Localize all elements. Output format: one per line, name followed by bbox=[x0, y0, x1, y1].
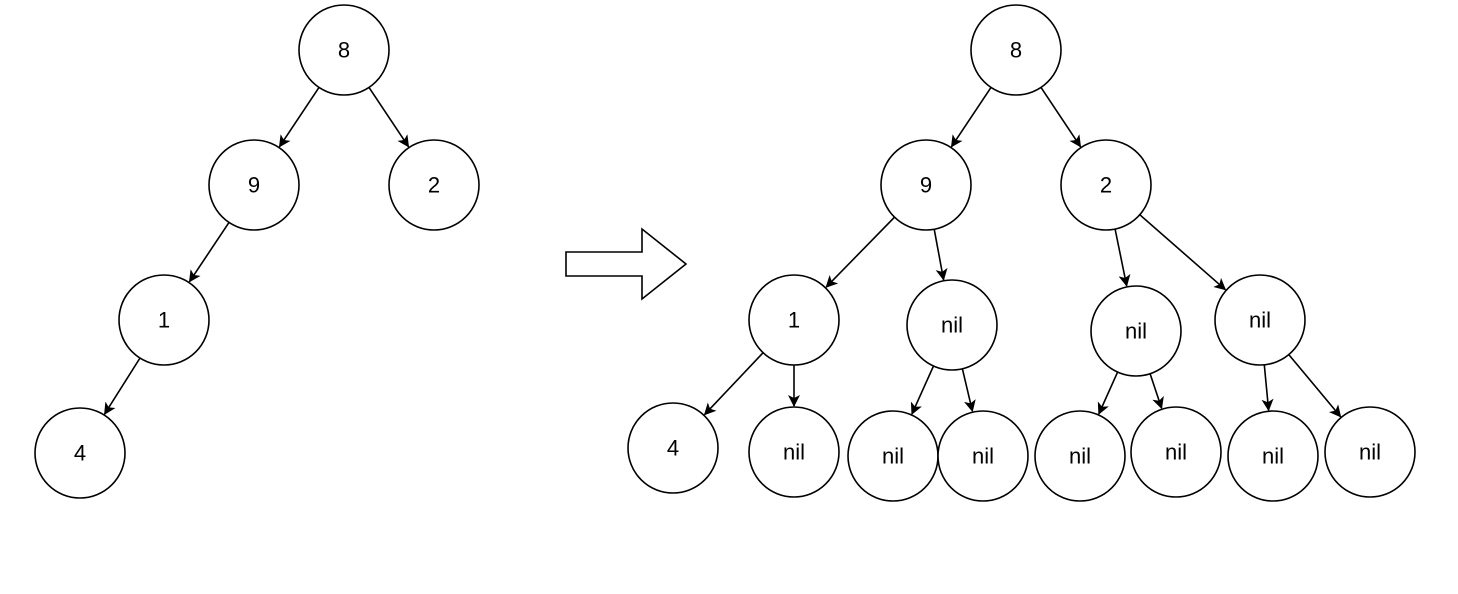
right-tree-node: nil bbox=[1090, 285, 1182, 377]
right-tree-edge bbox=[703, 352, 764, 416]
right-tree-node: nil bbox=[1324, 406, 1416, 498]
left-tree-node-circle bbox=[118, 274, 210, 366]
right-tree-node-circle bbox=[1034, 410, 1126, 502]
right-tree-node-circle bbox=[880, 139, 972, 231]
left-tree-node-circle bbox=[34, 407, 126, 499]
right-tree-node-circle bbox=[1130, 406, 1222, 498]
right-tree-edges bbox=[703, 86, 1342, 418]
right-tree-edge bbox=[1097, 371, 1119, 415]
left-tree-edge bbox=[103, 357, 141, 415]
right-tree-edge bbox=[961, 368, 976, 413]
right-tree-node-label: 4 bbox=[667, 436, 679, 461]
right-tree-node-label: nil bbox=[1359, 440, 1381, 465]
right-tree-node: nil bbox=[748, 406, 840, 498]
right-tree-node: nil bbox=[1034, 410, 1126, 502]
right-tree-node-circle bbox=[1060, 139, 1152, 231]
right-tree-node-label: 9 bbox=[920, 173, 932, 198]
left-tree-node: 1 bbox=[118, 274, 210, 366]
right-tree-node-label: nil bbox=[1125, 319, 1147, 344]
left-tree-node-circle bbox=[208, 139, 300, 231]
right-tree-edge bbox=[825, 216, 896, 288]
left-tree-node-label: 4 bbox=[74, 441, 86, 466]
right-tree-node-circle bbox=[748, 274, 840, 366]
right-tree-node-label: nil bbox=[1249, 308, 1271, 333]
right-tree-node-circle bbox=[627, 402, 719, 494]
right-tree-node-label: nil bbox=[972, 444, 994, 469]
right-tree-node: 8 bbox=[970, 4, 1062, 96]
left-tree-node-circle bbox=[388, 139, 480, 231]
right-tree-node-circle bbox=[1090, 285, 1182, 377]
right-tree-node-circle bbox=[937, 410, 1029, 502]
right-tree-edge bbox=[933, 229, 948, 281]
right-tree-node: 4 bbox=[627, 402, 719, 494]
right-tree-node: nil bbox=[937, 410, 1029, 502]
left-tree-node: 9 bbox=[208, 139, 300, 231]
right-tree-edge bbox=[910, 365, 935, 416]
left-tree-node: 2 bbox=[388, 139, 480, 231]
right-tree-edge bbox=[1040, 86, 1082, 148]
right-tree-node: nil bbox=[1227, 410, 1319, 502]
right-tree-node-label: 1 bbox=[788, 308, 800, 333]
left-tree-edge bbox=[278, 86, 320, 148]
left-tree-node-label: 9 bbox=[248, 173, 260, 198]
left-tree-edges bbox=[103, 86, 410, 415]
left-tree-node-circle bbox=[298, 4, 390, 96]
right-arrow-icon bbox=[565, 227, 688, 301]
right-tree-node-label: nil bbox=[1165, 440, 1187, 465]
left-tree-nodes: 8 9 2 1 4 bbox=[34, 4, 480, 499]
right-tree-node-label: 2 bbox=[1100, 173, 1112, 198]
right-tree-node: 9 bbox=[880, 139, 972, 231]
left-tree-node-label: 8 bbox=[338, 38, 350, 63]
right-tree-node-label: nil bbox=[941, 313, 963, 338]
right-tree-node: 2 bbox=[1060, 139, 1152, 231]
right-tree-node-label: nil bbox=[882, 444, 904, 469]
right-tree-node-circle bbox=[906, 279, 998, 371]
right-tree-edge bbox=[1288, 354, 1342, 418]
right-tree-node: nil bbox=[1214, 274, 1306, 366]
right-tree-node-label: 8 bbox=[1010, 38, 1022, 63]
left-tree-node: 8 bbox=[298, 4, 390, 96]
right-tree-edge bbox=[1114, 228, 1131, 287]
right-tree-node-circle bbox=[1214, 274, 1306, 366]
right-tree-node: nil bbox=[847, 410, 939, 502]
right-tree-node-circle bbox=[1324, 406, 1416, 498]
right-tree-node-circle bbox=[970, 4, 1062, 96]
left-tree-edge bbox=[368, 86, 410, 148]
right-tree-node-circle bbox=[748, 406, 840, 498]
right-tree-node-label: nil bbox=[1262, 444, 1284, 469]
right-tree-node-label: nil bbox=[1069, 444, 1091, 469]
left-tree-node-label: 1 bbox=[158, 308, 170, 333]
right-tree-node: nil bbox=[906, 279, 998, 371]
right-tree-edge bbox=[950, 86, 992, 148]
right-tree-node: 1 bbox=[748, 274, 840, 366]
right-tree-edge bbox=[1139, 214, 1227, 291]
left-tree-node-label: 2 bbox=[428, 173, 440, 198]
right-tree-node: nil bbox=[1130, 406, 1222, 498]
left-tree-edge bbox=[188, 221, 230, 283]
right-tree-nodes: 8 9 2 1 nil nil nil 4 nil nil nil nil nil nil nil bbox=[627, 4, 1416, 502]
right-tree-node-label: nil bbox=[783, 440, 805, 465]
right-tree-node-circle bbox=[1227, 410, 1319, 502]
right-tree-edge bbox=[1261, 364, 1274, 412]
right-tree-edge bbox=[1149, 373, 1164, 410]
left-tree-node: 4 bbox=[34, 407, 126, 499]
